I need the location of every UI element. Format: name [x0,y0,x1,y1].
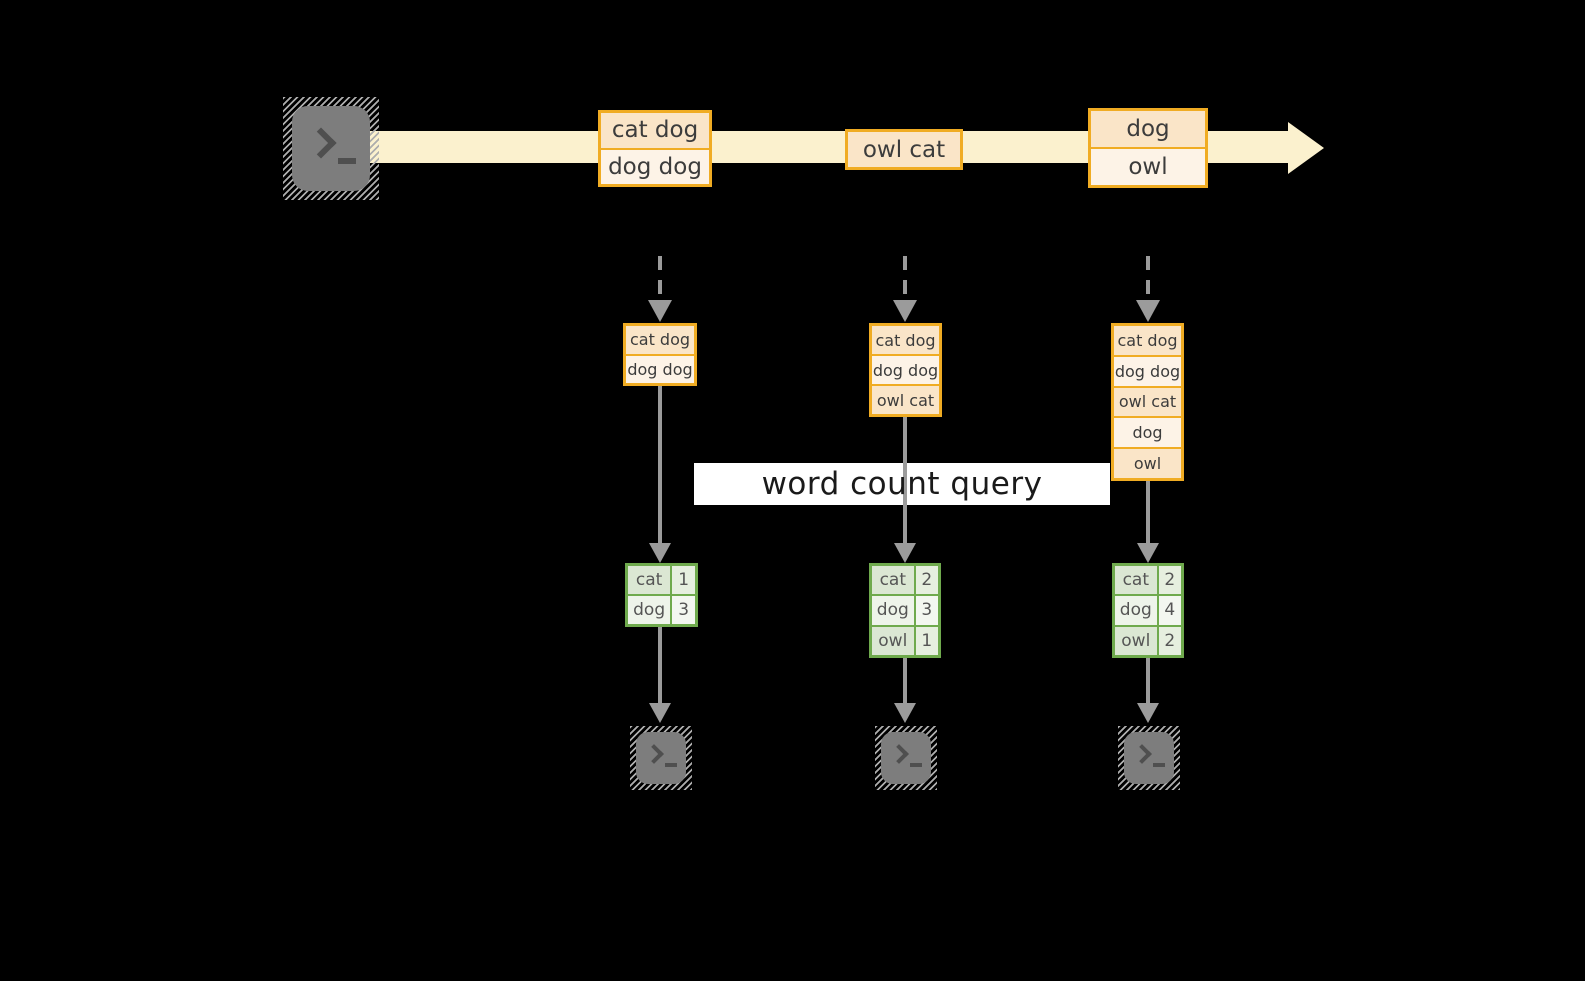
prompt-chevron-icon [889,744,909,764]
arrow-line-icon [903,417,907,543]
query-label: word count query [761,466,1043,502]
dashed-arrowhead-icon [648,300,672,322]
terminal-screen [636,732,686,784]
terminal-icon [283,97,379,200]
word-cell: cat [628,566,671,594]
arrow-line-icon [658,385,662,543]
stream-batch-3: dog owl [1088,108,1208,188]
stream-arrowhead-icon [1288,122,1324,174]
state-stack-1: cat dog dog dog [623,323,697,386]
count-cell: 2 [1156,626,1181,655]
count-cell: 2 [913,566,938,595]
stream-record: dog [1091,111,1205,147]
table-row: cat 2 [1115,566,1181,595]
state-stack-3: cat dog dog dog owl cat dog owl [1111,323,1184,481]
prompt-cursor-icon [1153,763,1165,767]
table-row: dog 3 [872,594,938,625]
dashed-arrowhead-icon [893,300,917,322]
word-cell: dog [1115,596,1157,625]
count-cell: 3 [913,596,938,625]
stream-batch-2: owl cat [845,129,963,170]
table-row: cat 1 [628,566,695,594]
prompt-cursor-icon [910,763,922,767]
state-record: owl cat [872,384,939,414]
prompt-cursor-icon [665,763,677,767]
arrowhead-icon [894,543,916,563]
state-record: owl cat [1114,385,1181,417]
prompt-chevron-icon [644,744,664,764]
terminal-icon [1118,726,1180,790]
count-cell: 3 [670,596,695,624]
terminal-screen [881,732,931,784]
dashed-arrow-icon [658,256,662,300]
word-cell: dog [872,596,914,625]
count-cell: 2 [1156,566,1181,595]
prompt-chevron-icon [305,127,337,159]
word-cell: owl [1115,626,1157,655]
query-label-background [694,463,1110,505]
dashed-arrowhead-icon [1136,300,1160,322]
word-cell: owl [872,626,914,655]
state-stack-2: cat dog dog dog owl cat [869,323,942,417]
table-row: owl 2 [1115,624,1181,655]
prompt-cursor-icon [338,158,356,164]
count-cell: 1 [913,626,938,655]
word-cell: cat [1115,566,1157,595]
dashed-arrow-icon [903,256,907,300]
table-row: dog 4 [1115,594,1181,625]
arrowhead-icon [894,703,916,723]
state-record: dog [1114,416,1181,448]
prompt-chevron-icon [1132,744,1152,764]
arrowhead-icon [649,543,671,563]
terminal-icon [630,726,692,790]
state-record: cat dog [626,326,694,354]
arrowhead-icon [1137,543,1159,563]
state-record: dog dog [1114,354,1181,386]
arrowhead-icon [1137,703,1159,723]
count-cell: 1 [670,566,695,594]
arrow-line-icon [1146,481,1150,543]
arrow-line-icon [1146,658,1150,703]
terminal-icon [875,726,937,790]
arrow-line-icon [903,658,907,703]
table-row: owl 1 [872,624,938,655]
stream-record: owl cat [848,132,960,167]
count-cell: 4 [1156,596,1181,625]
stream-batch-1: cat dog dog dog [598,110,712,187]
state-record: cat dog [872,326,939,354]
dashed-arrow-icon [1146,256,1150,300]
table-row: cat 2 [872,566,938,595]
terminal-screen [292,106,370,191]
count-table-2: cat 2 dog 3 owl 1 [869,563,941,658]
arrow-line-icon [658,627,662,703]
stream-record: owl [1091,147,1205,185]
state-record: dog dog [872,354,939,384]
count-table-3: cat 2 dog 4 owl 2 [1112,563,1184,658]
terminal-screen [1124,732,1174,784]
table-row: dog 3 [628,594,695,624]
stream-record: cat dog [601,113,709,148]
arrowhead-icon [649,703,671,723]
stream-record: dog dog [601,147,709,184]
word-cell: cat [872,566,914,595]
state-record: dog dog [626,353,694,383]
state-record: owl [1114,447,1181,478]
count-table-1: cat 1 dog 3 [625,563,698,627]
word-cell: dog [628,596,671,624]
state-record: cat dog [1114,326,1181,355]
